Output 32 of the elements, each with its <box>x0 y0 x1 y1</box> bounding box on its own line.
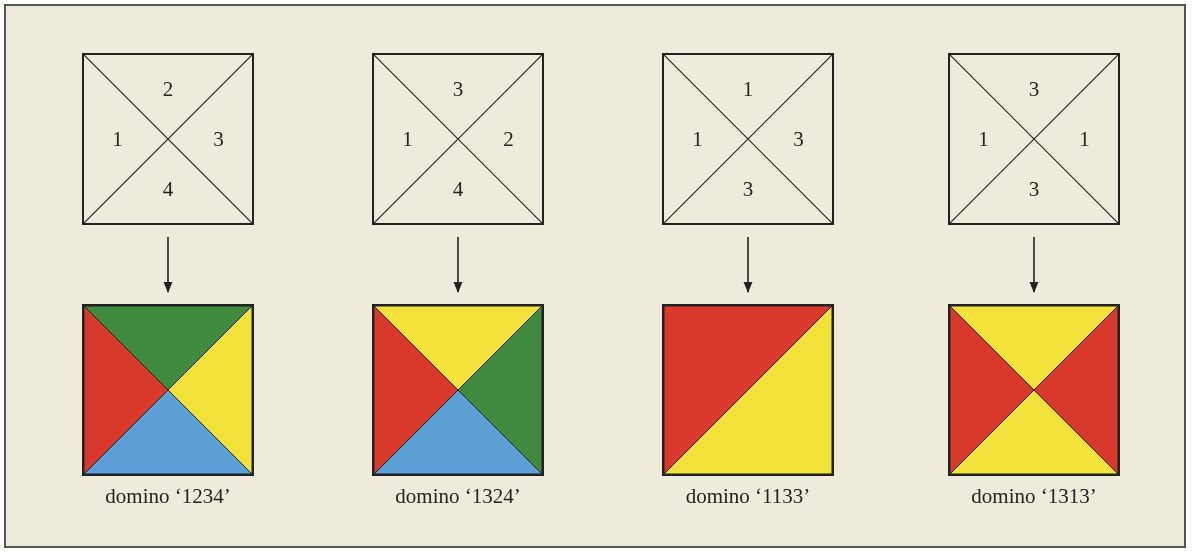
domino-caption: domino ‘1234’ <box>105 484 231 509</box>
colored-square <box>662 304 834 476</box>
region-number: 2 <box>503 126 514 152</box>
region-number: 1 <box>402 126 413 152</box>
region-number: 3 <box>1028 76 1040 102</box>
region-number: 4 <box>452 176 464 202</box>
region-number: 3 <box>213 126 224 152</box>
region-number: 4 <box>162 176 174 202</box>
region-number: 1 <box>692 126 703 152</box>
arrow <box>453 236 463 294</box>
region-number: 1 <box>978 126 989 152</box>
quartered-square <box>82 53 254 225</box>
region-number: 2 <box>162 76 174 102</box>
colored-square <box>948 304 1120 476</box>
region-number: 1 <box>112 126 123 152</box>
arrow <box>163 236 173 294</box>
region-number: 3 <box>452 76 464 102</box>
region-number: 1 <box>1079 126 1090 152</box>
quartered-square <box>662 53 834 225</box>
arrow <box>743 236 753 294</box>
colored-square <box>82 304 254 476</box>
domino-caption: domino ‘1324’ <box>395 484 521 509</box>
region-number: 3 <box>793 126 804 152</box>
region-number: 1 <box>742 76 754 102</box>
domino-caption: domino ‘1133’ <box>685 484 811 509</box>
region-number: 3 <box>1028 176 1040 202</box>
region-number: 3 <box>742 176 754 202</box>
arrow <box>1029 236 1039 294</box>
quartered-square <box>372 53 544 225</box>
domino-caption: domino ‘1313’ <box>971 484 1097 509</box>
quartered-square <box>948 53 1120 225</box>
colored-square <box>372 304 544 476</box>
